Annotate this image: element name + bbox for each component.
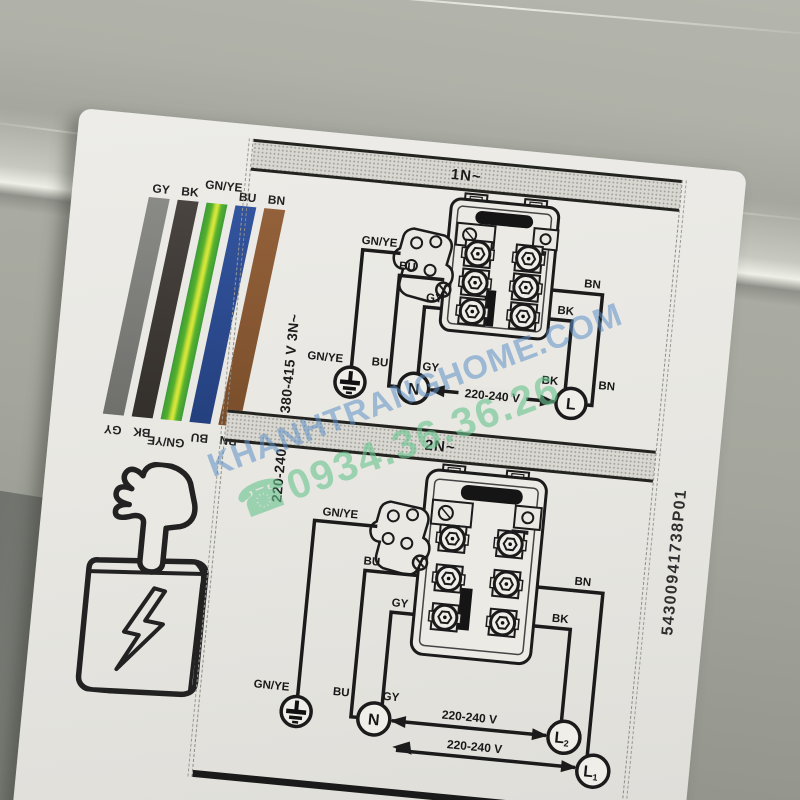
- line2-terminal: L2: [546, 719, 582, 756]
- diagram-1n: GN/YE BU GY BN BK GN/YE BU GY BK BN 220-…: [307, 192, 616, 421]
- legend-label: GY: [103, 421, 123, 438]
- legend-label: GY: [151, 181, 171, 197]
- wire-label: GN/YE: [253, 678, 290, 693]
- voltage-arrow-n-l2: 220-240 V: [389, 708, 548, 741]
- wire-label: BN: [584, 278, 602, 292]
- svg-text:N: N: [407, 381, 420, 399]
- consult-manual-icon: [66, 455, 238, 708]
- legend-label: BK: [180, 184, 200, 200]
- wire-gnye: [295, 518, 378, 696]
- wires-1n: [349, 247, 605, 408]
- wire-label: BK: [541, 375, 559, 389]
- pointing-hand-icon: [112, 461, 198, 575]
- wire-gy: [380, 610, 415, 706]
- svg-text:N: N: [367, 711, 380, 729]
- terminal-block-1n: [438, 192, 561, 341]
- wire-gy: [416, 305, 442, 374]
- earth-terminal: [331, 364, 369, 401]
- legend-label: GN/YE: [146, 432, 185, 451]
- voltage-label: 220-240 V: [446, 737, 502, 756]
- wire-label: BK: [557, 305, 575, 319]
- wire-bu: [386, 273, 445, 389]
- voltage-label: 220-240 V: [464, 386, 520, 405]
- wire-bn: [537, 585, 605, 757]
- wire-label: GY: [425, 292, 443, 306]
- wire-gnye: [349, 247, 401, 368]
- earth-terminal: [278, 693, 315, 730]
- wire-label: BU: [371, 356, 389, 370]
- legend-label: BU: [190, 430, 209, 446]
- wire-bu: [348, 568, 418, 720]
- wire-label: BN: [574, 576, 592, 590]
- svg-text:L: L: [565, 396, 577, 414]
- line-terminal: L: [554, 386, 588, 421]
- part-number: 54300941738P01: [659, 487, 691, 637]
- wire-label: BU: [398, 260, 416, 274]
- wire-label: BU: [332, 686, 350, 700]
- diagram-2n: GN/YE BU GY BN BK GN/YE BU GY 220-240 V: [253, 463, 611, 789]
- wire-label: GY: [391, 597, 409, 611]
- wire-bk: [548, 317, 574, 390]
- neutral-terminal: N: [356, 701, 392, 737]
- voltage-arrow-n-l: 220-240 V: [428, 384, 557, 407]
- wire-label: GN/YE: [322, 506, 359, 521]
- wire-bk: [533, 624, 573, 723]
- wire-bn: [551, 288, 605, 408]
- diagram1-title: 1N~: [450, 165, 483, 186]
- diagram2-title: 2N~: [424, 436, 457, 457]
- wire-label: BN: [598, 380, 616, 394]
- terminal-block-2n: [409, 463, 548, 666]
- metal-scratch: [151, 0, 800, 39]
- lightning-bolt-icon: [114, 586, 168, 672]
- wire-label: GY: [382, 691, 400, 705]
- voltage-label: 220-240 V: [441, 708, 497, 727]
- wire-label: GN/YE: [307, 350, 344, 365]
- wire-label: GN/YE: [361, 235, 398, 250]
- line1-terminal: L1: [575, 753, 611, 789]
- book-icon: [75, 557, 209, 698]
- wire-label: GY: [422, 361, 440, 375]
- svg-text:L1: L1: [582, 763, 598, 782]
- neutral-terminal: N: [396, 371, 431, 406]
- wiring-diagram-box: 1N~: [191, 138, 683, 800]
- wire-label: BU: [363, 555, 381, 569]
- voltage-arrow-n-l1: 220-240 V: [392, 737, 578, 773]
- wires-2n: [295, 518, 605, 757]
- svg-text:L2: L2: [554, 729, 570, 748]
- legend-label: GN/YE: [204, 177, 244, 195]
- wire-label: BK: [551, 613, 569, 627]
